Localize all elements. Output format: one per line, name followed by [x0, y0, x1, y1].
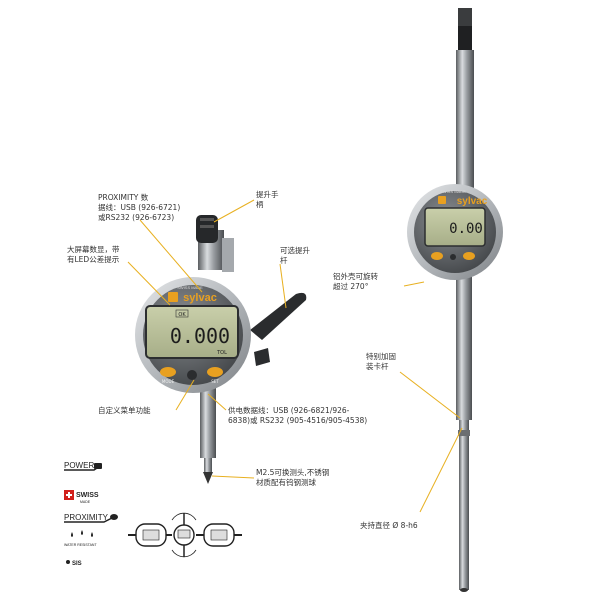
set-button[interactable] — [207, 367, 223, 377]
callout-line-lever — [279, 263, 287, 309]
power-logo-text: POWER — [64, 461, 94, 470]
callout-reinforced-rod: 特别加固 装卡杆 — [366, 352, 396, 372]
callout-line-proximity — [139, 219, 203, 293]
callout-cable-line-2: 6838)或 RS232 (905-4516/905-4538) — [228, 416, 368, 425]
callout-probe-line-2: 材质配有钨钢测球 — [256, 478, 316, 487]
power-plug-icon — [94, 463, 102, 469]
callout-line-handle — [213, 199, 255, 223]
callout-power-cable: 供电数据线：USB (926-6821/926- 6838)或 RS232 (9… — [228, 406, 367, 426]
callout-proximity-line-1: PROXIMITY 数 — [98, 193, 149, 202]
left-swiss-made: SWISS MADE — [177, 285, 203, 290]
tol-label: TOL — [216, 350, 227, 356]
callout-aluminum-case: 铝外壳可旋转 超过 270° — [333, 272, 378, 292]
callout-line-clamp — [419, 427, 463, 513]
sis-logo: SIS — [72, 561, 82, 567]
right-gauge: SWISS MADE sylvac 0.00 — [407, 8, 503, 592]
callout-lever-line-1: 可选提升 — [280, 246, 310, 255]
callout-line-cable — [207, 393, 227, 411]
mode-button-label: MODE — [162, 379, 175, 384]
left-brand-name: sylvac — [183, 292, 217, 304]
proximity-logo-text: PROXIMITY — [64, 513, 109, 522]
callout-optional-lever: 可选提升 杆 — [280, 246, 310, 266]
callout-big-screen: 大屏幕数显，带 有LED公差提示 — [67, 245, 120, 265]
right-reading: 0.00 — [449, 221, 483, 237]
mode-button[interactable] — [160, 367, 176, 377]
lift-lever[interactable] — [250, 292, 307, 340]
callout-line-case — [403, 281, 425, 287]
water-resistant-label: WATER RESISTANT — [64, 543, 97, 547]
callout-proximity-line-3: 或RS232 (926-6723) — [98, 213, 175, 222]
callout-big-screen-line-1: 大屏幕数显，带 — [67, 245, 120, 254]
callout-lift-handle: 提升手 柄 — [256, 190, 279, 210]
callout-probe-line-1: M2.5可换测头,不锈钢 — [256, 468, 330, 477]
callout-line-screen — [127, 261, 171, 306]
left-lcd — [145, 305, 239, 359]
callout-line-probe — [211, 475, 255, 479]
right-mode-button[interactable] — [431, 252, 443, 260]
right-lcd — [424, 207, 486, 247]
probe-tip — [203, 472, 213, 484]
ok-indicator: OK — [178, 312, 186, 318]
right-swiss-made: SWISS MADE — [440, 189, 466, 194]
callout-lever-line-2: 杆 — [280, 256, 288, 265]
callout-lift-handle-line-2: 柄 — [256, 200, 264, 209]
water-drops-icon — [71, 530, 93, 537]
feature-logos: POWER SWISS MADE PROXIMITY WATER RESISTA… — [64, 461, 118, 567]
callout-case-line-1: 铝外壳可旋转 — [333, 272, 378, 281]
rotation-diagram — [128, 512, 242, 558]
swiss-made-logo: SWISS — [76, 492, 99, 499]
callout-rod-line-2: 装卡杆 — [366, 362, 389, 371]
right-clamp-stem — [459, 420, 469, 590]
callout-proximity-data: PROXIMITY 数 据线：USB (926-6721) 或RS232 (92… — [98, 193, 180, 223]
callout-lines — [127, 199, 463, 513]
callout-line-menu — [175, 379, 195, 411]
callout-custom-menu: 自定义菜单功能 — [98, 406, 151, 415]
callout-big-screen-line-2: 有LED公差提示 — [67, 255, 120, 264]
callout-proximity-line-2: 据线：USB (926-6721) — [98, 203, 181, 212]
left-reading: 0.000 — [170, 324, 230, 348]
callout-probe: M2.5可换测头,不锈钢 材质配有钨钢测球 — [256, 468, 329, 488]
right-top-knob — [458, 8, 472, 26]
left-gauge: SWISS MADE sylvac OK 0.000 TOL MODE SET — [135, 215, 307, 484]
callout-lift-handle-line-1: 提升手 — [256, 190, 279, 199]
right-lower-rod — [456, 270, 472, 420]
left-stem — [200, 388, 216, 458]
callout-line-rod — [399, 371, 461, 419]
callout-clamping-diameter: 夹持直径 Ø 8-h6 — [360, 521, 418, 530]
proximity-icon — [110, 514, 118, 520]
swiss-made-made: MADE — [80, 500, 91, 504]
callout-case-line-2: 超过 270° — [333, 282, 369, 291]
set-button-label: SET — [211, 379, 219, 384]
right-brand-name: sylvac — [457, 196, 488, 207]
right-upper-rod — [456, 50, 474, 190]
right-set-button[interactable] — [463, 252, 475, 260]
callout-rod-line-1: 特别加固 — [366, 352, 396, 361]
lift-handle[interactable] — [196, 215, 218, 243]
callout-cable-line-1: 供电数据线：USB (926-6821/926- — [228, 406, 350, 415]
